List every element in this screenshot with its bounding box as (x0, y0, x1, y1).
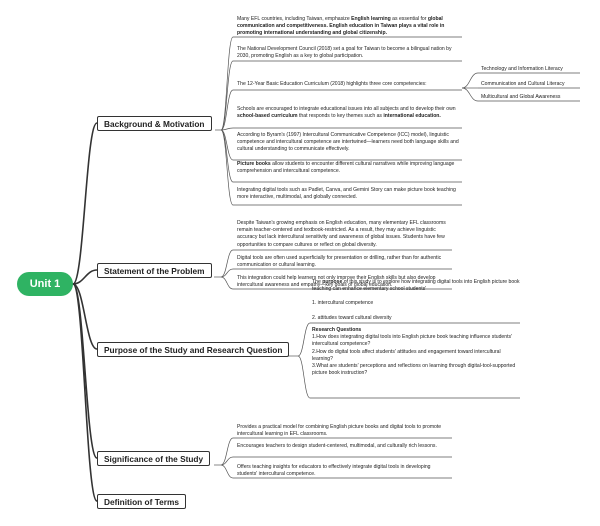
background-note-7[interactable]: Integrating digital tools such as Padlet… (237, 187, 456, 201)
root-node[interactable]: Unit 1 (17, 272, 73, 296)
branch-significance[interactable]: Significance of the Study (97, 451, 211, 466)
purpose-item-1: 1. intercultural competence (312, 300, 374, 307)
research-questions[interactable]: Research Questions 1.How does integratin… (312, 327, 520, 377)
research-questions-title: Research Questions (312, 327, 362, 333)
branch-purpose[interactable]: Purpose of the Study and Research Questi… (97, 342, 290, 357)
significance-note-3[interactable]: Offers teaching insights for educators t… (237, 464, 431, 478)
research-question-3: 3.What are students' perceptions and ref… (312, 363, 516, 377)
competency-2[interactable]: Communication and Cultural Literacy (481, 81, 565, 87)
background-note-3[interactable]: The 12-Year Basic Education Curriculum (… (237, 81, 427, 87)
significance-note-2[interactable]: Encourages teachers to design student-ce… (237, 443, 437, 449)
research-question-1: 1.How does integrating digital tools int… (312, 334, 513, 348)
research-question-2: 2.How do digital tools affect students' … (312, 348, 501, 362)
significance-note-1[interactable]: Provides a practical model for combining… (237, 424, 442, 438)
competency-1[interactable]: Technology and Information Literacy (481, 66, 563, 72)
problem-note-1[interactable]: Despite Taiwan's growing emphasis on Eng… (237, 220, 446, 248)
branch-problem[interactable]: Statement of the Problem (97, 263, 212, 278)
problem-note-3[interactable]: This integration could help learners not… (237, 275, 436, 289)
background-note-6[interactable]: Picture books allow students to encounte… (237, 161, 455, 175)
competency-3[interactable]: Multicultural and Global Awareness (481, 94, 561, 100)
background-note-1[interactable]: Many EFL countries, including Taiwan, em… (237, 16, 445, 37)
branch-terms[interactable]: Definition of Terms (97, 494, 186, 509)
background-note-4[interactable]: Schools are encouraged to integrate educ… (237, 106, 456, 120)
purpose-item-2: 2. attitudes toward cultural diversity (312, 314, 392, 321)
purpose-statement[interactable]: The purpose of this study is to explore … (312, 279, 520, 321)
background-note-5[interactable]: According to Byram's (1997) Intercultura… (237, 132, 459, 153)
problem-note-2[interactable]: Digital tools are often used superficial… (237, 255, 442, 269)
branch-background[interactable]: Background & Motivation (97, 116, 212, 131)
background-note-2[interactable]: The National Development Council (2018) … (237, 46, 452, 60)
